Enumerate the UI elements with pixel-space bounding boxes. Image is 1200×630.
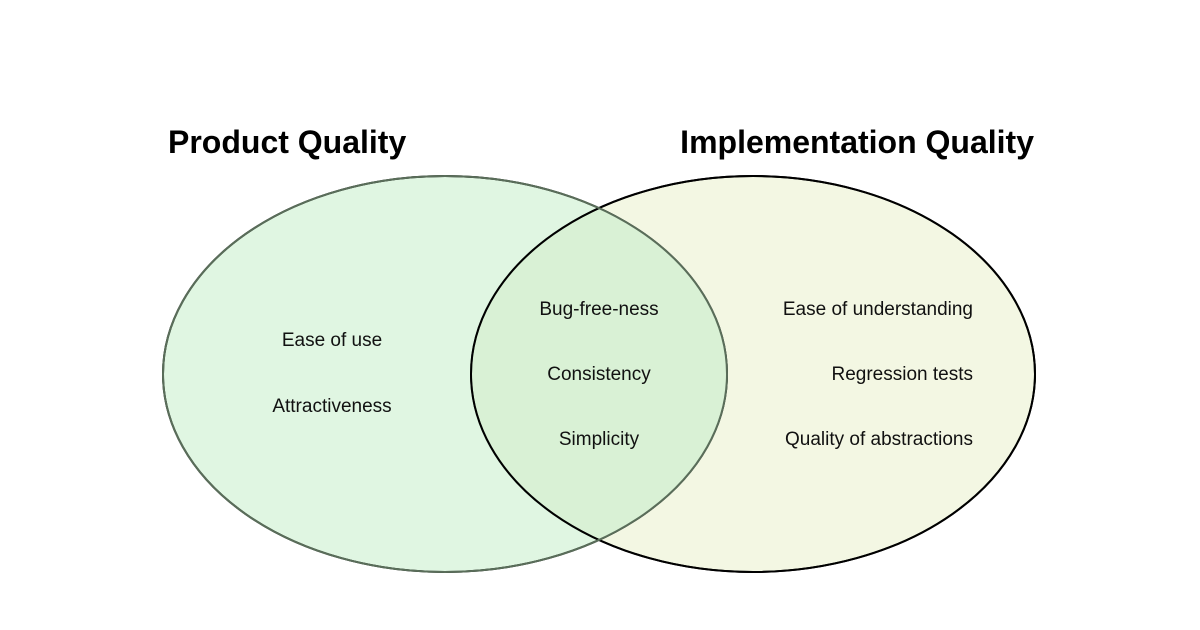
overlap-item-consistency: Consistency [547,364,651,385]
overlap-item-bug-free-ness: Bug-free-ness [539,299,658,320]
overlap-item-simplicity: Simplicity [559,429,640,450]
left-item-attractiveness: Attractiveness [272,396,391,417]
left-item-ease-of-use: Ease of use [282,330,382,351]
product-quality-title: Product Quality [168,124,406,160]
product-quality-outline [162,175,728,573]
right-item-regression-tests: Regression tests [831,364,973,385]
implementation-quality-title: Implementation Quality [680,124,1034,160]
right-item-ease-of-understanding: Ease of understanding [783,299,973,320]
right-item-quality-of-abstractions: Quality of abstractions [785,429,973,450]
implementation-quality-outline [470,175,1036,573]
